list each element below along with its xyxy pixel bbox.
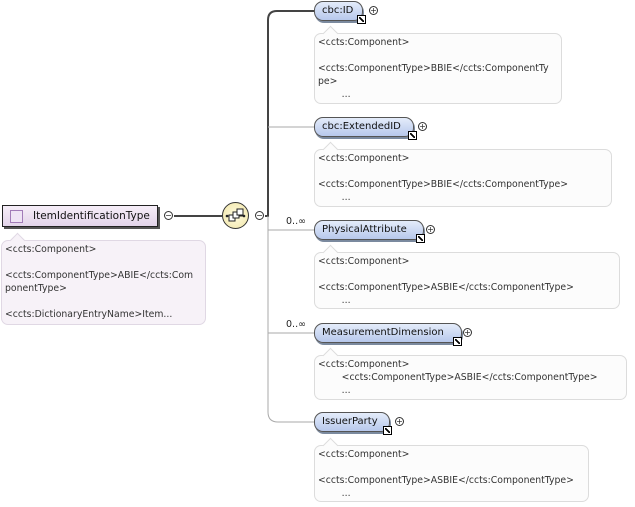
annotation-physicalattribute: <ccts:Component> <ccts:ComponentType>ASB… xyxy=(314,252,620,309)
reference-arrow-icon xyxy=(416,234,425,243)
connector-issuerparty xyxy=(267,411,314,423)
reference-arrow-icon xyxy=(357,15,366,24)
element-node-measurementdimension[interactable]: MeasurementDimension xyxy=(314,323,462,343)
collapse-sequence-toggle[interactable]: − xyxy=(255,211,264,220)
sequence-icon xyxy=(225,208,246,222)
sequence-compositor[interactable] xyxy=(222,202,249,229)
reference-arrow-icon xyxy=(383,426,392,435)
expand-toggle-issuerparty[interactable]: + xyxy=(395,417,404,426)
cardinality-measurementdimension: 0..∞ xyxy=(286,319,306,330)
cardinality-physicalattribute: 0..∞ xyxy=(286,216,306,227)
root-element-label: ItemIdentificationType xyxy=(33,210,150,222)
reference-arrow-icon xyxy=(408,131,417,140)
complex-type-icon xyxy=(10,210,23,223)
root-annotation: <ccts:Component> <ccts:ComponentType>ABI… xyxy=(1,240,206,325)
element-node-cbc-extendedid[interactable]: cbc:ExtendedID xyxy=(314,117,414,137)
annotation-issuerparty: <ccts:Component> <ccts:ComponentType>ASB… xyxy=(314,445,589,502)
annotation-measurementdimension: <ccts:Component> <ccts:ComponentType>ASB… xyxy=(314,355,627,400)
expand-toggle-physicalattribute[interactable]: + xyxy=(426,225,435,234)
expand-toggle-measurementdimension[interactable]: + xyxy=(463,328,472,337)
connector-cbc-id xyxy=(265,10,314,217)
reference-arrow-icon xyxy=(453,337,462,346)
expand-toggle-cbc-id[interactable]: + xyxy=(369,6,378,15)
annotation-cbc-extendedid: <ccts:Component> <ccts:ComponentType>BBI… xyxy=(314,149,612,207)
element-node-cbc-id[interactable]: cbc:ID xyxy=(314,1,363,21)
expand-toggle-cbc-extendedid[interactable]: + xyxy=(418,122,427,131)
element-node-issuerparty[interactable]: IssuerParty xyxy=(314,412,390,432)
collapse-root-toggle[interactable]: − xyxy=(164,211,173,220)
element-node-physicalattribute[interactable]: PhysicalAttribute xyxy=(314,220,424,240)
root-element-node[interactable]: ItemIdentificationType xyxy=(2,205,158,227)
annotation-cbc-id: <ccts:Component> <ccts:ComponentType>BBI… xyxy=(314,33,562,104)
